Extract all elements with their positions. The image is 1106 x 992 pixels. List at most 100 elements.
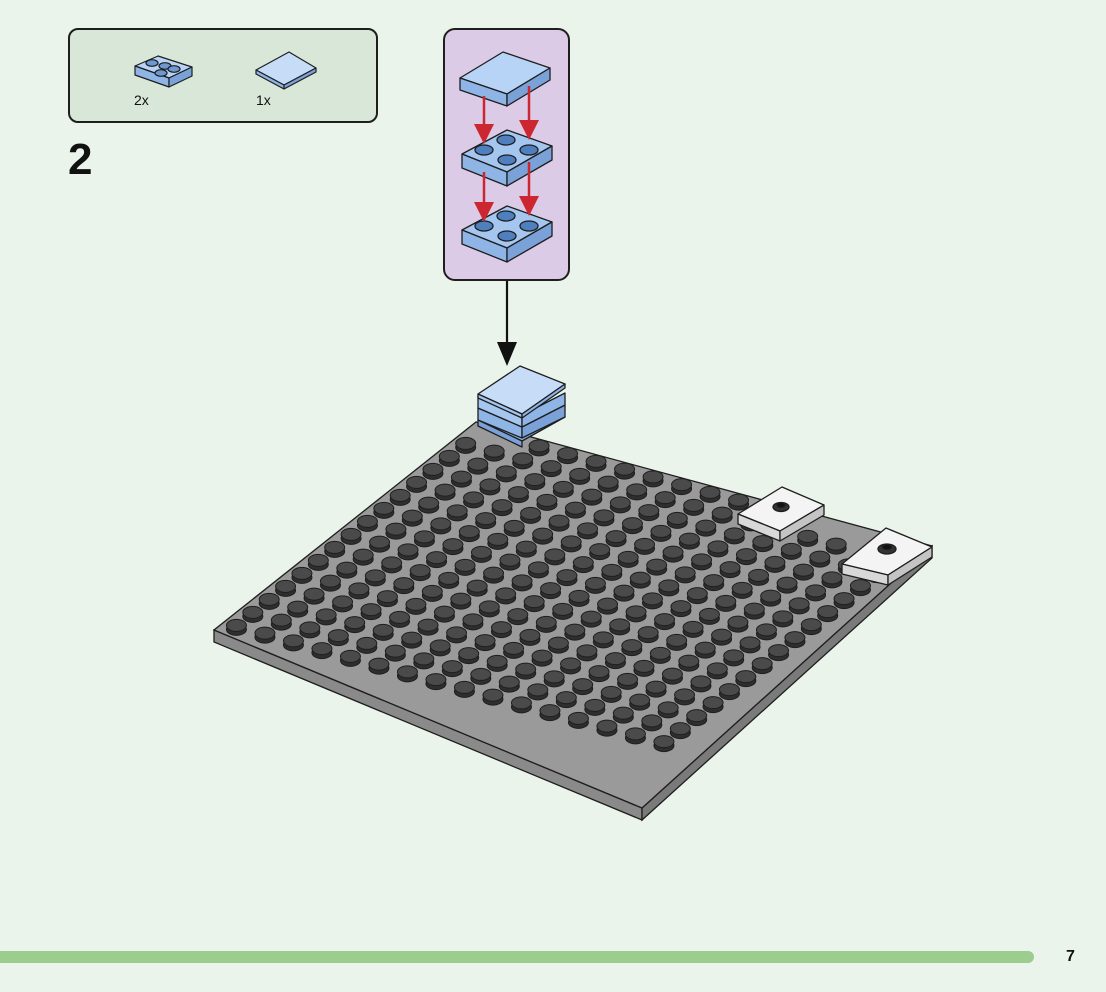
parts-list-box: 2x 1x (68, 28, 378, 123)
baseplate-stud (552, 602, 574, 620)
subassembly-plate-2x2-upper (461, 129, 553, 187)
baseplate-stud (368, 657, 390, 675)
baseplate-stud (690, 675, 712, 693)
baseplate-stud (634, 537, 656, 555)
baseplate-stud (735, 548, 757, 566)
baseplate-stud (666, 511, 688, 529)
baseplate-stud (401, 509, 423, 527)
baseplate-stud (438, 449, 460, 467)
baseplate-stud (641, 592, 663, 610)
baseplate-stud (629, 571, 651, 589)
baseplate-stud (519, 628, 541, 646)
baseplate-stud (531, 649, 553, 667)
baseplate-stud (372, 623, 394, 641)
baseplate-stud (287, 600, 309, 618)
baseplate-stud (723, 649, 745, 667)
baseplate-stud (624, 727, 646, 745)
baseplate-stud (609, 618, 631, 636)
baseplate-stud (315, 608, 337, 626)
baseplate-stud (597, 475, 619, 493)
baseplate-stud (670, 600, 692, 618)
baseplate-stud (686, 709, 708, 727)
baseplate-stud (483, 566, 505, 584)
baseplate-stud (569, 467, 591, 485)
baseplate-stud (491, 499, 513, 517)
baseplate-stud (695, 519, 717, 537)
baseplate-stud (340, 527, 362, 545)
subassembly-plate-2x2-lower (461, 205, 553, 263)
parts-list-graphics (134, 51, 317, 90)
baseplate-stud (699, 485, 721, 503)
baseplate-stud (797, 529, 819, 547)
baseplate-stud (303, 587, 325, 605)
baseplate-stud (364, 569, 386, 587)
baseplate-stud (454, 558, 476, 576)
baseplate-stud (788, 597, 810, 615)
white-plate-1 (737, 486, 825, 542)
baseplate-stud (564, 623, 586, 641)
baseplate-stud (438, 571, 460, 589)
baseplate-stud (507, 486, 529, 504)
baseplate-stud (527, 561, 549, 579)
baseplate-stud (657, 701, 679, 719)
baseplate-stud (581, 488, 603, 506)
baseplate-stud (536, 493, 558, 511)
baseplate-stud (691, 553, 713, 571)
baseplate-stud (275, 579, 297, 597)
baseplate-stud (760, 589, 782, 607)
baseplate-stud (486, 654, 508, 672)
baseplate-stud (604, 652, 626, 670)
baseplate-stud (470, 545, 492, 563)
baseplate-stud (641, 714, 663, 732)
baseplate-stud (666, 633, 688, 651)
baseplate-stud (650, 524, 672, 542)
baseplate-stud (384, 644, 406, 662)
baseplate-stud (825, 537, 847, 555)
baseplate-stud (467, 457, 489, 475)
baseplate-stud (596, 719, 618, 737)
baseplate-stud (258, 592, 280, 610)
baseplate-stud (385, 522, 407, 540)
baseplate-stud (662, 545, 684, 563)
baseplate-stud (585, 454, 607, 472)
baseplate-stud (446, 626, 468, 644)
baseplate-stud (413, 652, 435, 670)
baseplate-stud (532, 527, 554, 545)
baseplate-stud (282, 634, 304, 652)
baseplate-stud (254, 626, 276, 644)
baseplate-stud (498, 675, 520, 693)
baseplate-stud (735, 670, 757, 688)
baseplate-stud (772, 610, 794, 628)
baseplate-stud (748, 568, 770, 586)
baseplate-stud (356, 636, 378, 654)
baseplate-stud (535, 615, 557, 633)
baseplate-stud (792, 563, 814, 581)
baseplate-stud (462, 613, 484, 631)
baseplate-stud (495, 465, 517, 483)
baseplate-stud (626, 483, 648, 501)
baseplate-stud (425, 673, 447, 691)
baseplate-stud (649, 646, 671, 664)
baseplate-stud (426, 551, 448, 569)
baseplate-stud (557, 447, 579, 465)
baseplate-stud (547, 636, 569, 654)
baseplate-stud (339, 649, 361, 667)
baseplate-stud (800, 618, 822, 636)
baseplate-stud (621, 639, 643, 657)
baseplate-stud (612, 706, 634, 724)
baseplate-stud (577, 522, 599, 540)
page-number: 7 (1066, 948, 1075, 965)
baseplate-stud (617, 550, 639, 568)
baseplate-stud (307, 553, 329, 571)
baseplate-stud (645, 680, 667, 698)
step-number: 2 (68, 135, 93, 184)
baseplate-stud (576, 644, 598, 662)
baseplate-stud (495, 587, 517, 605)
baseplate-stud (646, 558, 668, 576)
baseplate-stud (625, 605, 647, 623)
baseplate-stud (417, 618, 439, 636)
baseplate-stud (707, 540, 729, 558)
baseplate-stud (503, 519, 525, 537)
baseplate-stud (441, 660, 463, 678)
baseplate-stud (524, 473, 546, 491)
